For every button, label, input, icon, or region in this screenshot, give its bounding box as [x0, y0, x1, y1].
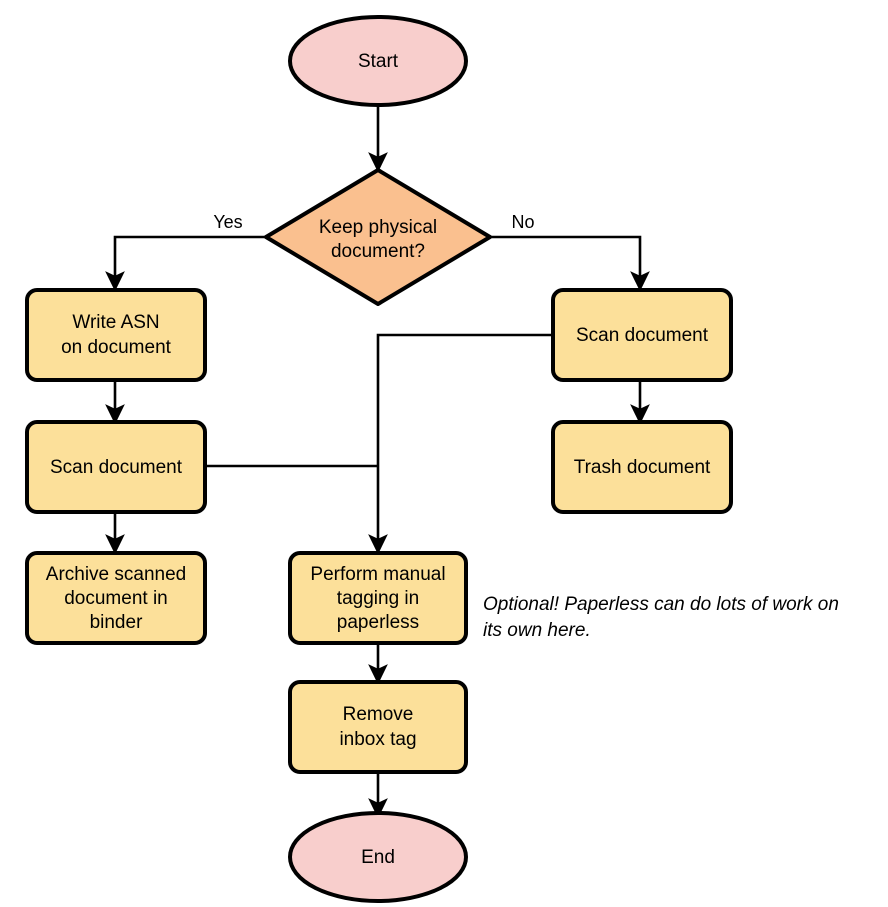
end-label: End — [361, 847, 395, 868]
start-ellipse — [288, 15, 468, 107]
connectors — [105, 103, 650, 819]
node-decision-keep-physical-document[interactable]: Keep physical document? — [264, 168, 492, 306]
tagging-label-line2: tagging in — [337, 588, 419, 609]
scan-document-left-box — [25, 420, 207, 514]
edge-label-no: No — [511, 212, 534, 232]
node-start[interactable]: Start — [288, 15, 468, 107]
node-scan-document-left[interactable]: Scan document — [25, 420, 207, 514]
trash-document-box — [551, 420, 733, 514]
end-ellipse — [288, 811, 468, 903]
edge-scan-right-to-tagging — [368, 333, 553, 555]
edge-label-yes: Yes — [213, 212, 242, 232]
node-scan-document-right[interactable]: Scan document — [551, 288, 733, 382]
trash-document-label: Trash document — [574, 457, 711, 478]
annotation-optional-paperless: Optional! Paperless can do lots of work … — [483, 594, 839, 641]
decision-label-line2: document? — [331, 241, 425, 262]
tagging-label-line1: Perform manual — [310, 564, 445, 585]
scan-document-right-box — [551, 288, 733, 382]
archive-box — [25, 551, 207, 645]
node-archive-scanned-document[interactable]: Archive scanned document in binder — [25, 551, 207, 645]
tagging-label-line3: paperless — [337, 612, 419, 633]
write-asn-label-line2: on document — [61, 337, 172, 358]
archive-label-line2: document in — [64, 588, 168, 609]
annotation-line1: Optional! Paperless can do lots of work … — [483, 594, 839, 615]
tagging-box — [288, 551, 468, 645]
archive-label-line1: Archive scanned — [46, 564, 186, 585]
remove-inbox-tag-box — [288, 680, 468, 774]
start-label: Start — [358, 51, 399, 72]
edge-decision-no-to-scan-right — [490, 235, 650, 292]
archive-label-line3: binder — [90, 612, 143, 633]
scan-document-left-label: Scan document — [50, 457, 183, 478]
write-asn-label-line1: Write ASN — [72, 312, 159, 333]
annotation-line2: its own here. — [483, 620, 591, 641]
node-trash-document[interactable]: Trash document — [551, 420, 733, 514]
node-remove-inbox-tag[interactable]: Remove inbox tag — [288, 680, 468, 774]
scan-document-right-label: Scan document — [576, 325, 709, 346]
remove-inbox-label-line2: inbox tag — [339, 729, 416, 750]
node-perform-manual-tagging[interactable]: Perform manual tagging in paperless — [288, 551, 468, 645]
node-write-asn[interactable]: Write ASN on document — [25, 288, 207, 382]
node-end[interactable]: End — [288, 811, 468, 903]
decision-diamond — [264, 168, 492, 306]
remove-inbox-label-line1: Remove — [343, 704, 414, 725]
write-asn-box — [25, 288, 207, 382]
decision-label-line1: Keep physical — [319, 217, 437, 238]
edge-decision-yes-to-write-asn — [105, 235, 265, 292]
